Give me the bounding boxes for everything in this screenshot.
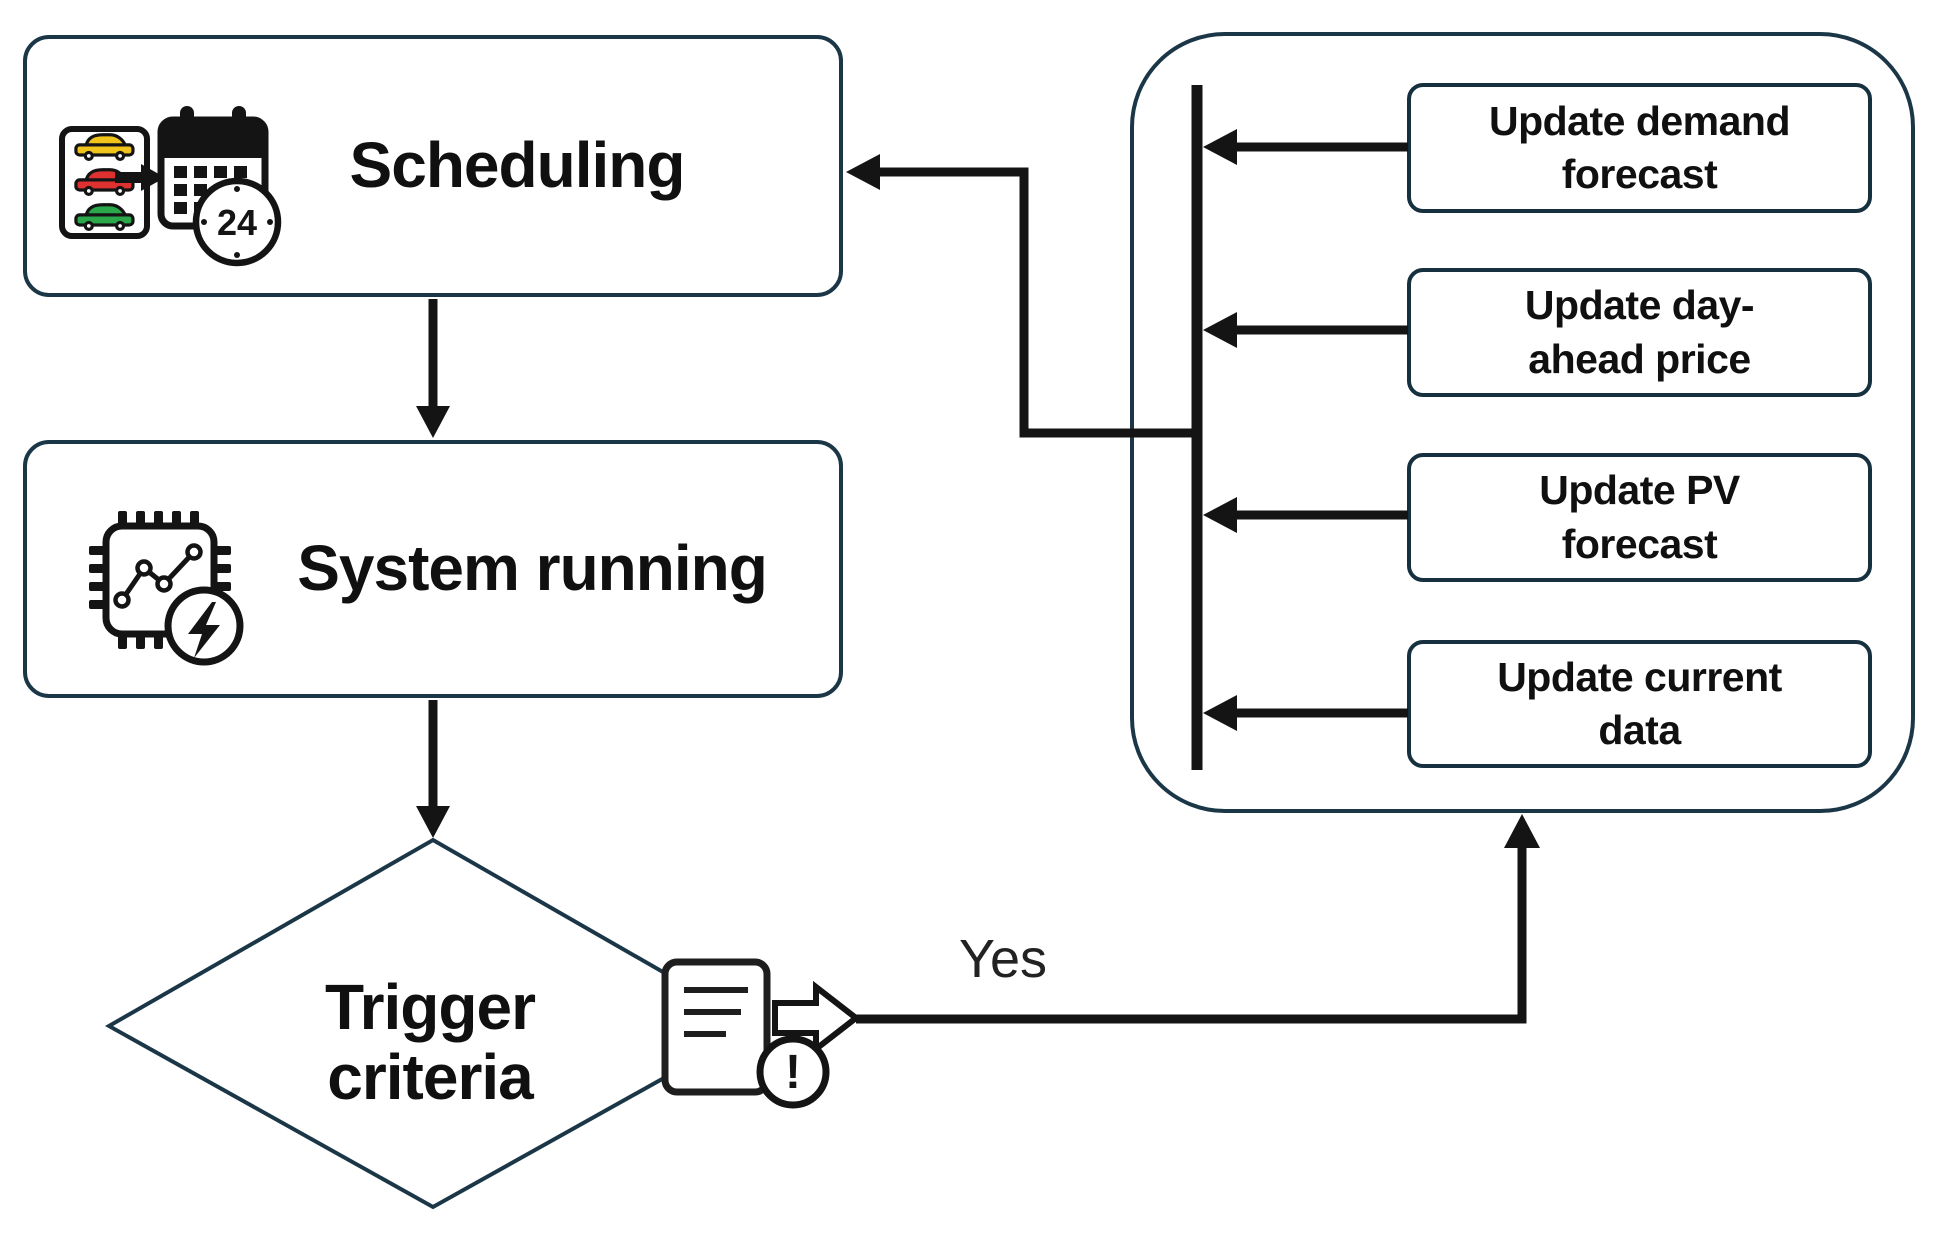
update-demand-forecast-box: Update demand forecast (1407, 83, 1872, 213)
calendar-24h-icon: 24 (157, 106, 282, 267)
clock-24-text: 24 (217, 202, 257, 243)
yes-edge-label: Yes (958, 929, 1048, 989)
update-day-ahead-price-box: Update day- ahead price (1407, 268, 1872, 397)
update-demand-forecast-label: Update demand forecast (1488, 97, 1791, 197)
line-chart-icon (113, 543, 203, 609)
block-arrow-icon (772, 980, 861, 1056)
node-scheduling-label: Scheduling (349, 129, 686, 202)
exclamation-text: ! (785, 1046, 801, 1099)
diamond-outline (104, 837, 762, 1210)
clock-24-icon: 24 (192, 177, 282, 267)
ev-schedule-icon: 24 (59, 106, 282, 267)
update-pv-forecast-label: Update PV forecast (1539, 467, 1740, 567)
node-system-running-label: System running (297, 532, 768, 605)
document-icon (661, 958, 771, 1096)
exclamation-icon: ! (756, 1035, 830, 1109)
node-trigger-criteria-label: Trigger criteria (325, 971, 536, 1114)
report-alert-icon: ! (661, 958, 861, 1109)
update-pv-forecast-box: Update PV forecast (1407, 453, 1872, 582)
update-current-data-box: Update current data (1407, 640, 1872, 768)
lightning-icon (164, 586, 244, 666)
node-system-running: System running (23, 440, 843, 698)
processor-chart-icon (89, 511, 244, 666)
update-current-data-label: Update current data (1497, 653, 1782, 753)
node-scheduling: 24 Scheduling (23, 35, 843, 297)
update-day-ahead-price-label: Update day- ahead price (1524, 282, 1755, 382)
arrow-right-icon (115, 164, 165, 191)
